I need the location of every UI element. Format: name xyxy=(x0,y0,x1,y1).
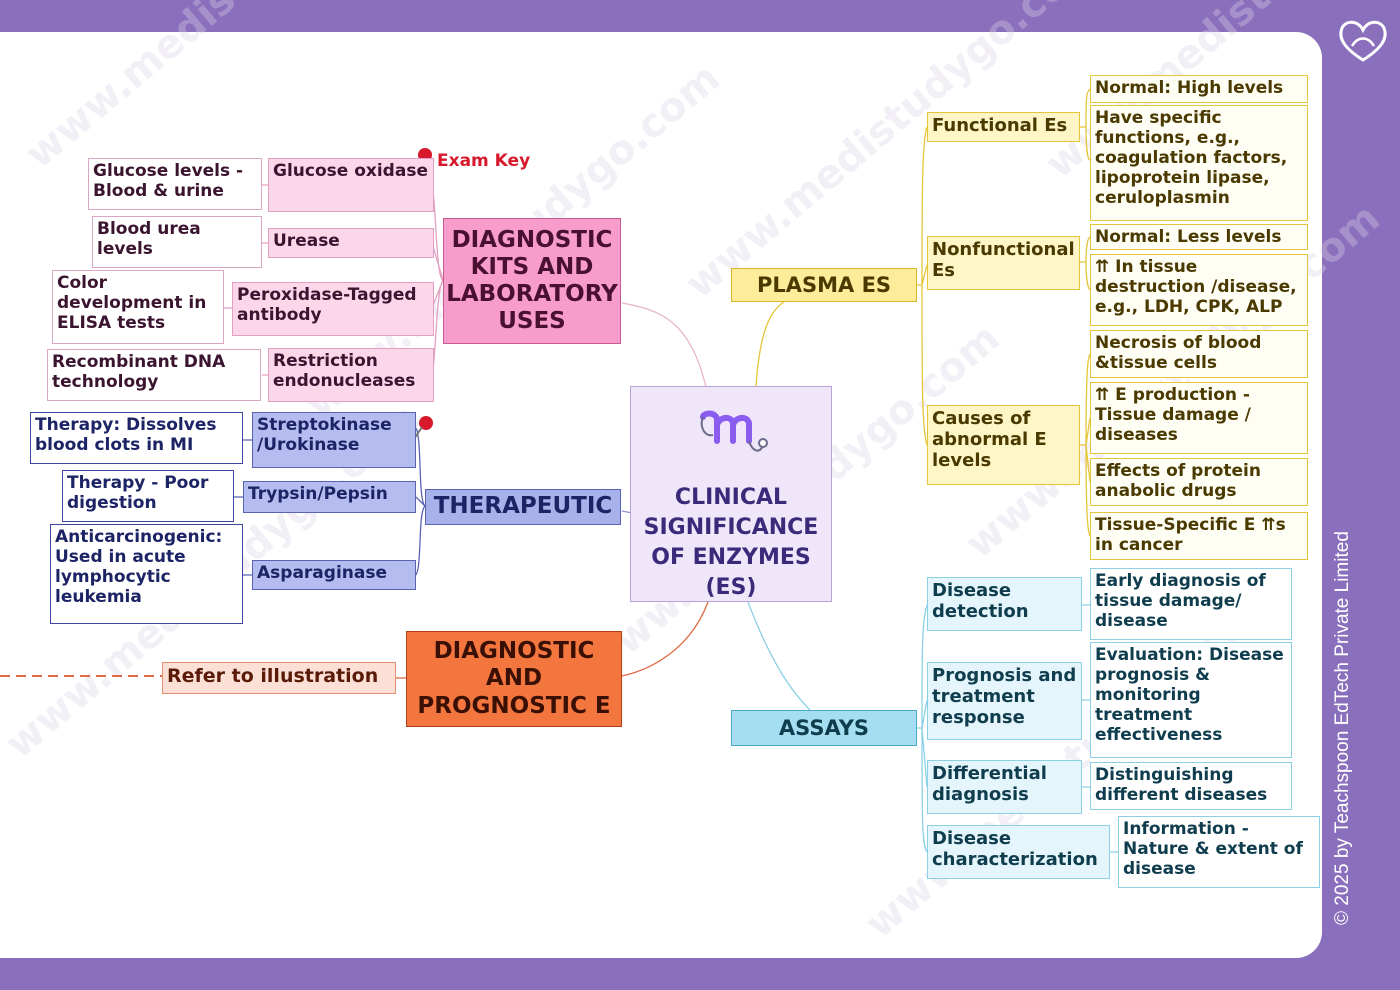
use-recombinant-dna: Recombinant DNA technology xyxy=(47,349,261,401)
assay-prognosis: Prognosis and treatment response xyxy=(927,662,1082,740)
medistudygo-logo-icon xyxy=(700,410,768,452)
brand-heart-icon xyxy=(1339,20,1387,62)
use-dissolve-clots: Therapy: Dissolves blood clots in MI xyxy=(30,412,243,464)
enzyme-glucose-oxidase: Glucose oxidase xyxy=(268,158,434,212)
diagnostic-prognostic-node: DIAGNOSTIC AND PROGNOSTIC E xyxy=(406,631,622,727)
assay-disease-detection: Disease detection xyxy=(927,577,1082,631)
assay-disease-characterization: Disease characterization xyxy=(927,825,1110,879)
enzyme-asparaginase: Asparaginase xyxy=(252,560,416,590)
nonfunctional-point: ⇈ In tissue destruction /disease, e.g., … xyxy=(1090,254,1308,326)
diagnostic-kits-node: DIAGNOSTIC KITS AND LABORATORY USES xyxy=(443,218,621,344)
assay-point: Information - Nature & extent of disease xyxy=(1118,816,1320,888)
enzyme-urease: Urease xyxy=(268,228,434,258)
abnormal-point: Tissue-Specific E ⇈s in cancer xyxy=(1090,512,1308,560)
abnormal-point: Effects of protein anabolic drugs xyxy=(1090,458,1308,506)
central-topic: CLINICAL SIGNIFICANCE OF ENZYMES (ES) xyxy=(630,386,832,602)
assays-node: ASSAYS xyxy=(731,710,917,746)
enzyme-trypsin-pepsin: Trypsin/Pepsin xyxy=(243,481,416,513)
use-leukemia: Anticarcinogenic: Used in acute lymphocy… xyxy=(50,524,243,624)
plasma-es-node: PLASMA ES xyxy=(731,268,917,302)
abnormal-levels: Causes of abnormal E levels xyxy=(927,405,1080,485)
functional-point: Normal: High levels xyxy=(1090,75,1308,103)
functional-es: Functional Es xyxy=(927,112,1080,142)
abnormal-point: Necrosis of blood &tissue cells xyxy=(1090,330,1308,378)
assay-point: Distinguishing different diseases xyxy=(1090,762,1292,810)
assay-point: Early diagnosis of tissue damage/ diseas… xyxy=(1090,568,1292,640)
central-topic-title: CLINICAL SIGNIFICANCE OF ENZYMES (ES) xyxy=(643,485,819,600)
nonfunctional-es: Nonfunctional Es xyxy=(927,236,1080,290)
abnormal-point: ⇈ E production - Tissue damage / disease… xyxy=(1090,382,1308,454)
use-poor-digestion: Therapy - Poor digestion xyxy=(62,470,234,522)
use-glucose-levels: Glucose levels - Blood & urine xyxy=(88,158,262,210)
enzyme-restriction-endonucleases: Restriction endonucleases xyxy=(268,348,434,402)
enzyme-peroxidase: Peroxidase-Tagged antibody xyxy=(232,282,434,336)
assay-point: Evaluation: Disease prognosis & monitori… xyxy=(1090,642,1292,758)
therapeutic-node: THERAPEUTIC xyxy=(425,489,621,525)
copyright-text: © 2025 by Teachspoon EdTech Private Limi… xyxy=(1332,531,1353,925)
exam-key-label: Exam Key xyxy=(437,151,531,171)
use-elisa: Color development in ELISA tests xyxy=(52,270,224,344)
refer-illustration-link[interactable]: Refer to illustration xyxy=(162,662,396,694)
assay-differential-diagnosis: Differential diagnosis xyxy=(927,760,1082,814)
enzyme-streptokinase: Streptokinase /Urokinase xyxy=(252,412,416,468)
nonfunctional-point: Normal: Less levels xyxy=(1090,224,1308,250)
use-blood-urea: Blood urea levels xyxy=(92,216,262,268)
functional-point: Have specific functions, e.g., coagulati… xyxy=(1090,105,1308,221)
